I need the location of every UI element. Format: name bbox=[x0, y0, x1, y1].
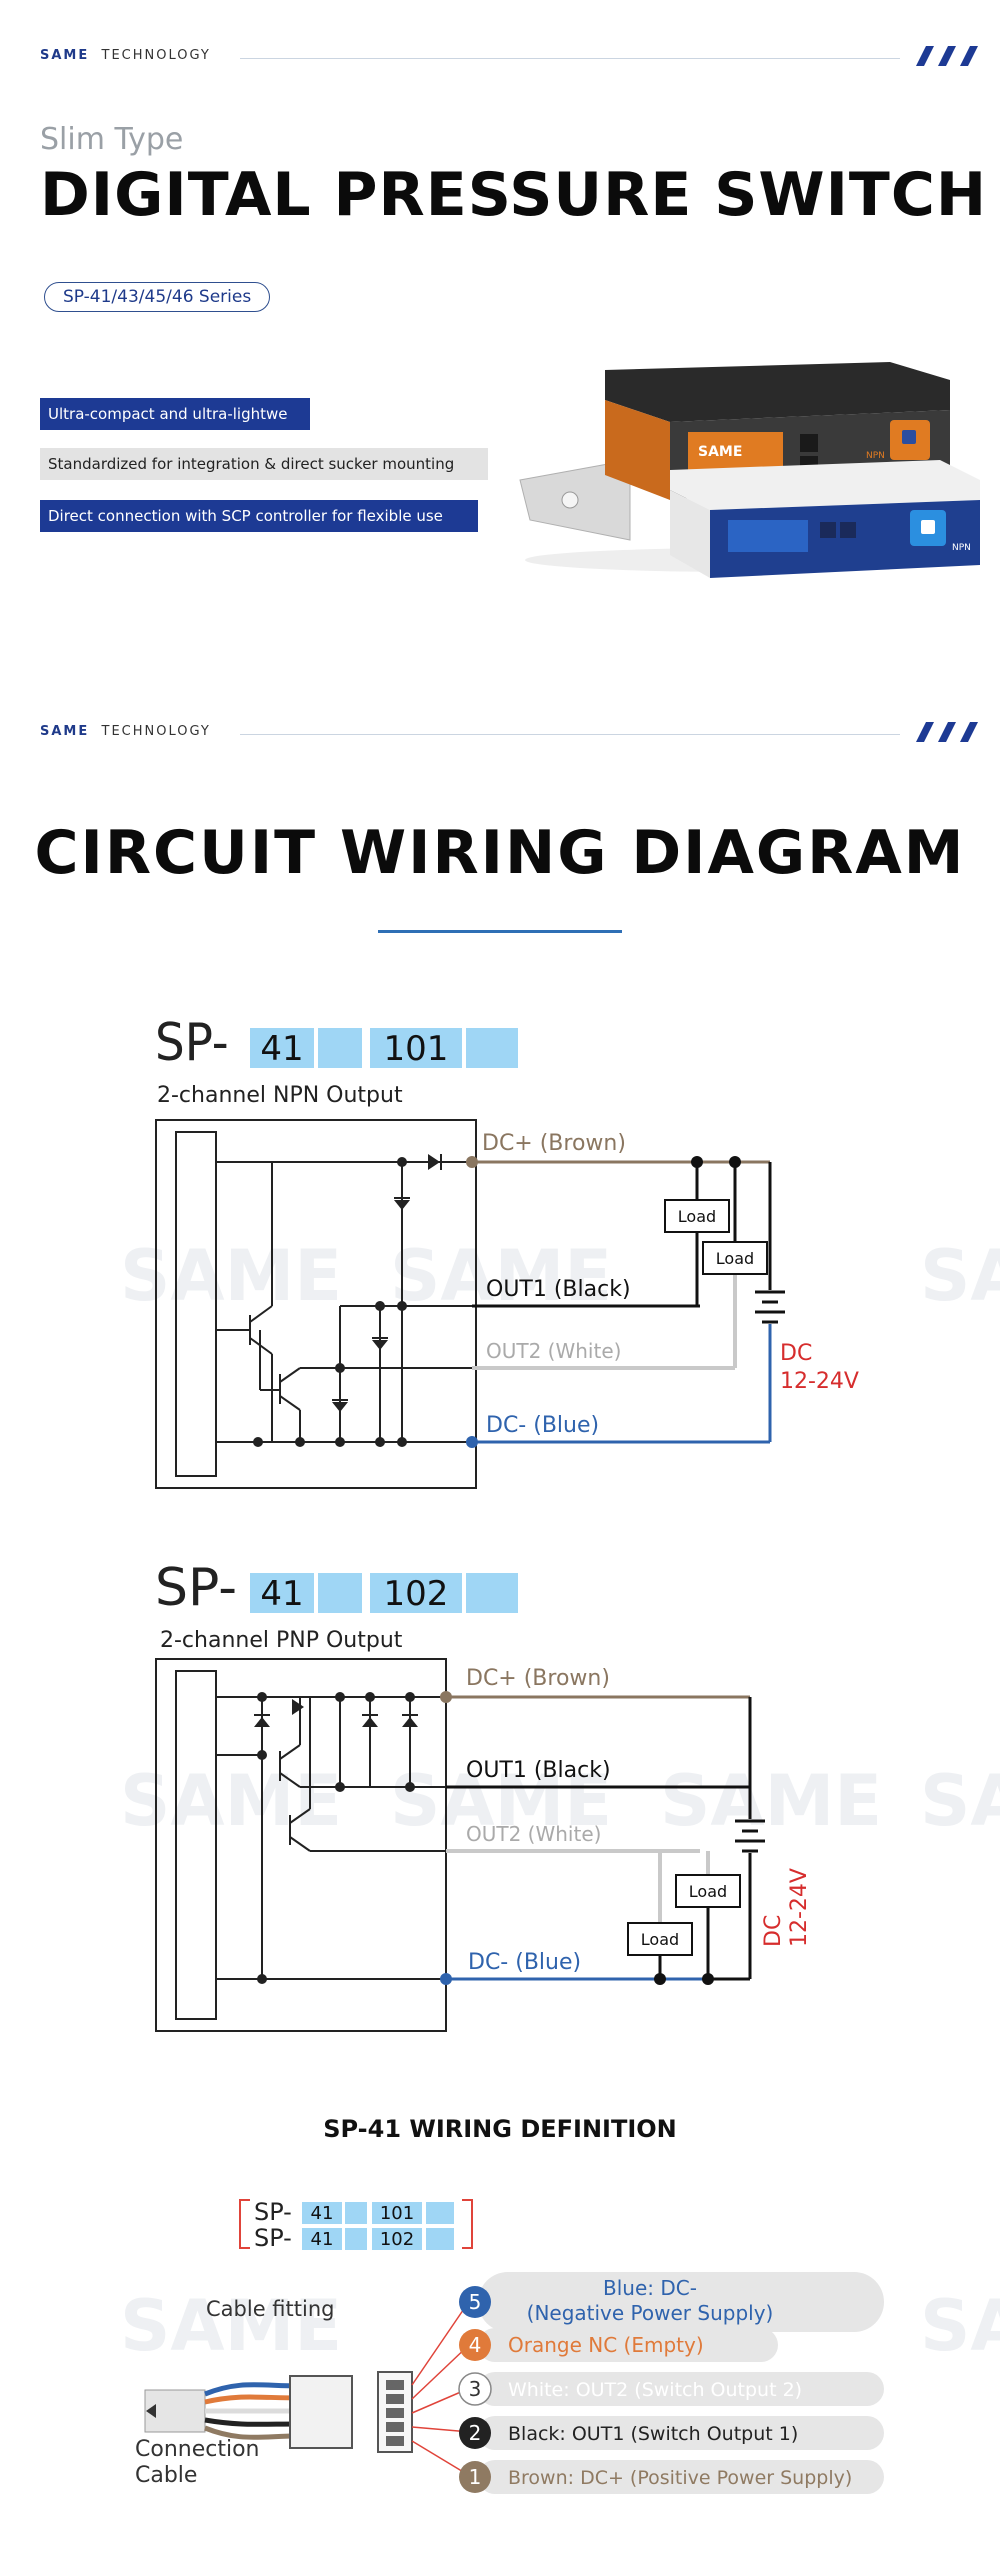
pin-5-line1: Blue: DC- bbox=[603, 2276, 697, 2300]
npn-load-2: Load bbox=[716, 1249, 754, 1268]
pin-5-number: 5 bbox=[469, 2290, 482, 2314]
npn-out1-label: OUT1 (Black) bbox=[486, 1277, 631, 1302]
product-image: SAME NPN NPN bbox=[519, 362, 980, 578]
connection-cable-label-2: Cable bbox=[135, 2463, 197, 2488]
watermark: SAME bbox=[920, 1235, 1000, 1317]
brand-name-2: SAME bbox=[40, 724, 90, 739]
pnp-wiring-diagram: SAME SAME SAME SAME SP- 41 102 2-channel… bbox=[120, 1558, 1000, 2032]
watermark: SAME bbox=[120, 1235, 342, 1317]
pnp-dc-plus-label: DC+ (Brown) bbox=[466, 1666, 610, 1691]
hero-title: DIGITAL PRESSURE SWITCH bbox=[40, 160, 988, 230]
pin-5-line2: (Negative Power Supply) bbox=[527, 2301, 774, 2325]
npn-caption: 2-channel NPN Output bbox=[157, 1083, 403, 1108]
watermark: SAME bbox=[920, 1760, 1000, 1842]
pnp-code-tail-box bbox=[466, 1573, 518, 1613]
npn-voltage-label: 12-24V bbox=[780, 1369, 859, 1394]
pnp-out1-label: OUT1 (Black) bbox=[466, 1758, 611, 1783]
feature-1: Ultra-compact and ultra-lightwe bbox=[40, 398, 310, 430]
pin-3-number: 3 bbox=[469, 2377, 482, 2401]
pnp-code2: 102 bbox=[384, 1574, 449, 1614]
pin-1-label: Brown: DC+ (Positive Power Supply) bbox=[508, 2467, 852, 2489]
def-model2-code1: 41 bbox=[311, 2229, 334, 2250]
def-prefix-2: SP- bbox=[254, 2224, 292, 2252]
pnp-caption: 2-channel PNP Output bbox=[160, 1628, 403, 1653]
wiring-definition-diagram: SAME SAME SP- 41 101 SP- 41 102 Cable fi… bbox=[120, 2198, 1000, 2494]
slash-decoration-icon bbox=[916, 722, 978, 742]
title-underline bbox=[378, 930, 622, 933]
npn-code-tail-box bbox=[466, 1028, 518, 1068]
brand-name: SAME bbox=[40, 48, 90, 63]
pin-4-label: Orange NC (Empty) bbox=[508, 2333, 704, 2357]
npn-dc-plus-label: DC+ (Brown) bbox=[482, 1131, 626, 1156]
section-title: CIRCUIT WIRING DIAGRAM bbox=[34, 818, 966, 888]
brand-header: SAME TECHNOLOGY bbox=[40, 48, 211, 63]
brand-header-2: SAME TECHNOLOGY bbox=[40, 724, 211, 739]
brand-tagline: TECHNOLOGY bbox=[101, 48, 211, 63]
feature-2: Standardized for integration & direct su… bbox=[40, 448, 488, 480]
npn-code1-box bbox=[250, 1028, 314, 1068]
feature-3: Direct connection with SCP controller fo… bbox=[40, 500, 478, 532]
product-unit-top: NPN bbox=[866, 451, 885, 461]
product-logo-top: SAME bbox=[698, 444, 742, 460]
pnp-load-1: Load bbox=[689, 1882, 727, 1901]
def-model1-code2: 101 bbox=[380, 2203, 414, 2224]
hero-subtitle: Slim Type bbox=[40, 122, 184, 157]
watermark: SAME bbox=[120, 2285, 342, 2367]
pin-3-label: White: OUT2 (Switch Output 2) bbox=[508, 2379, 802, 2401]
pin-4-number: 4 bbox=[469, 2333, 482, 2357]
npn-dc-label: DC bbox=[780, 1341, 812, 1366]
watermark: SAME bbox=[920, 2285, 1000, 2367]
watermark: SAME bbox=[660, 1760, 882, 1842]
header-divider bbox=[240, 58, 900, 59]
def-model2-code2: 102 bbox=[380, 2229, 414, 2250]
pnp-code1: 41 bbox=[260, 1574, 303, 1614]
pnp-code2-box bbox=[370, 1573, 462, 1613]
pnp-out2-label: OUT2 (White) bbox=[466, 1822, 601, 1846]
npn-load-1: Load bbox=[678, 1207, 716, 1226]
pin-2-label: Black: OUT1 (Switch Output 1) bbox=[508, 2423, 798, 2445]
def-model1-code1: 41 bbox=[311, 2203, 334, 2224]
pin-1-number: 1 bbox=[469, 2465, 482, 2489]
pnp-model-prefix: SP- bbox=[155, 1558, 237, 1618]
cable-fitting-label: Cable fitting bbox=[206, 2297, 334, 2321]
header-divider-2 bbox=[240, 734, 900, 735]
npn-model-prefix: SP- bbox=[155, 1013, 229, 1073]
npn-code-gap-box bbox=[318, 1028, 362, 1068]
npn-code2: 101 bbox=[384, 1029, 449, 1069]
brand-tagline-2: TECHNOLOGY bbox=[101, 724, 211, 739]
pnp-dc-label: DC bbox=[761, 1915, 786, 1947]
pnp-voltage-label: 12-24V bbox=[787, 1868, 812, 1947]
pnp-load-2: Load bbox=[641, 1930, 679, 1949]
slash-decoration-icon bbox=[916, 46, 978, 66]
npn-code1: 41 bbox=[260, 1029, 303, 1069]
definition-title: SP-41 WIRING DEFINITION bbox=[323, 2115, 677, 2143]
watermark: SAME bbox=[120, 1760, 342, 1842]
pnp-code1-box bbox=[250, 1573, 314, 1613]
npn-wiring-diagram: SAME SAME SAME SP- 41 101 2-channel NPN … bbox=[120, 1013, 1000, 1489]
npn-dc-minus-label: DC- (Blue) bbox=[486, 1413, 599, 1438]
connection-cable-label-1: Connection bbox=[135, 2437, 259, 2462]
product-unit-bottom: NPN bbox=[952, 543, 971, 553]
npn-code2-box bbox=[370, 1028, 462, 1068]
watermark: SAME bbox=[390, 1235, 612, 1317]
pin-2-number: 2 bbox=[469, 2421, 482, 2445]
def-prefix-1: SP- bbox=[254, 2198, 292, 2226]
npn-out2-label: OUT2 (White) bbox=[486, 1339, 621, 1363]
pnp-dc-minus-label: DC- (Blue) bbox=[468, 1950, 581, 1975]
watermark: SAME bbox=[390, 1760, 612, 1842]
series-badge: SP-41/43/45/46 Series bbox=[44, 282, 271, 312]
pnp-code-gap-box bbox=[318, 1573, 362, 1613]
